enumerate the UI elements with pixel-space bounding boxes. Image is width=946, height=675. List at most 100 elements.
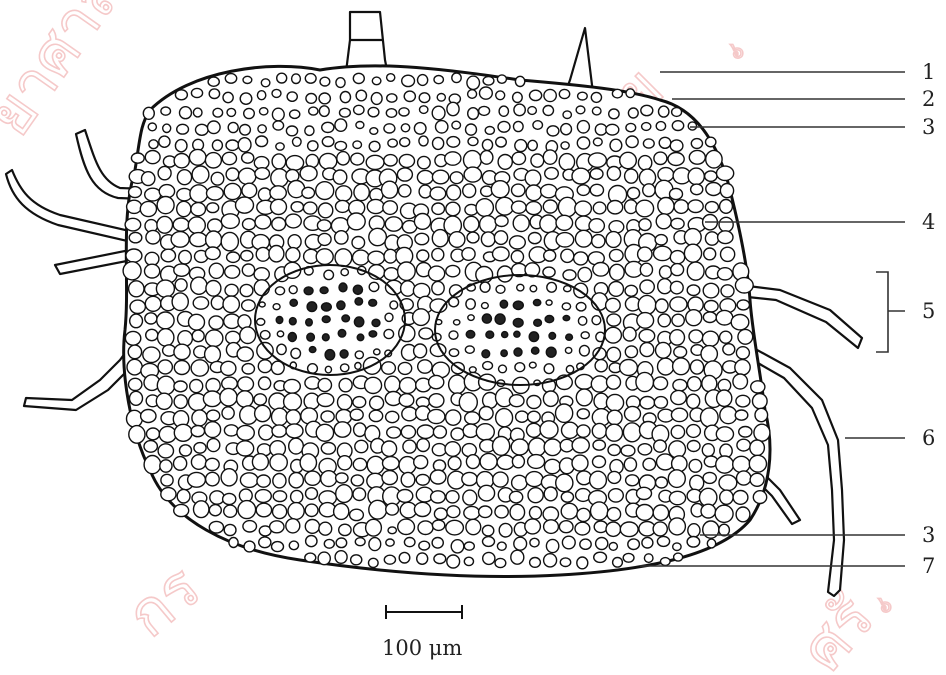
- cell: [156, 280, 174, 297]
- cell: [273, 491, 286, 502]
- cell: [144, 441, 157, 453]
- cell: [191, 203, 206, 216]
- cell: [321, 443, 335, 455]
- cell: [673, 379, 687, 391]
- cell: [499, 523, 512, 537]
- cell: [205, 422, 221, 438]
- cell: [605, 327, 621, 343]
- cell: [482, 303, 489, 309]
- cell: [640, 280, 654, 294]
- cell: [222, 152, 236, 164]
- label-3-bottom: 3: [922, 523, 935, 547]
- cell: [256, 247, 270, 261]
- cell: [701, 346, 717, 363]
- cell: [621, 445, 635, 456]
- cell: [270, 454, 287, 471]
- cell: [335, 119, 347, 131]
- cell: [126, 249, 142, 262]
- cell: [387, 427, 401, 438]
- cell: [350, 409, 363, 420]
- cell: [339, 378, 352, 391]
- cell: [610, 139, 622, 151]
- watermark-bottom-right: ศรั: [786, 582, 889, 675]
- cell: [591, 376, 608, 392]
- cell: [561, 124, 572, 135]
- cell: [145, 264, 160, 278]
- cell: [656, 299, 669, 313]
- cell: [243, 521, 257, 532]
- cell: [705, 232, 718, 245]
- cell: [286, 424, 303, 438]
- cell: [257, 343, 273, 360]
- cell: [275, 287, 284, 295]
- cell: [514, 331, 520, 337]
- cell: [559, 154, 574, 171]
- cell: [544, 364, 554, 374]
- cell: [384, 329, 394, 338]
- cell: [149, 140, 158, 149]
- cell: [482, 139, 492, 150]
- cell: [640, 263, 652, 276]
- cell: [336, 186, 352, 201]
- cell: [340, 92, 350, 103]
- cell: [561, 492, 573, 502]
- cell: [431, 491, 446, 503]
- cell: [464, 216, 479, 232]
- cell: [320, 287, 328, 294]
- cell: [205, 458, 219, 470]
- cell: [384, 124, 395, 133]
- cell: [289, 473, 303, 488]
- watermark-mark-bottom: ๖: [878, 593, 892, 618]
- cell: [668, 153, 684, 166]
- cell: [125, 218, 141, 231]
- cell: [704, 301, 718, 312]
- cell: [131, 153, 144, 163]
- cell: [291, 202, 303, 212]
- cell: [261, 79, 270, 87]
- cell: [243, 76, 252, 83]
- cell: [483, 77, 494, 86]
- cell: [224, 524, 236, 535]
- cell: [224, 183, 241, 199]
- cell: [468, 315, 474, 321]
- cell: [607, 347, 621, 361]
- cell: [287, 92, 297, 101]
- cell: [560, 558, 570, 567]
- cell: [686, 310, 702, 326]
- cell: [242, 300, 256, 311]
- cell: [653, 505, 668, 520]
- cell: [530, 538, 539, 547]
- cell: [581, 332, 589, 339]
- cell: [661, 558, 671, 566]
- cell: [269, 246, 284, 262]
- cell: [322, 334, 329, 341]
- cell: [432, 248, 444, 260]
- cell: [387, 94, 397, 102]
- cell: [437, 94, 445, 102]
- cell: [374, 349, 380, 355]
- cell: [416, 474, 429, 485]
- cell: [701, 408, 719, 427]
- part-labels: 1 2 3 4 5 6 3 7: [922, 60, 935, 578]
- cell: [556, 474, 573, 492]
- cell: [147, 428, 160, 440]
- cell: [545, 168, 559, 180]
- cell: [211, 172, 224, 185]
- cell: [286, 214, 302, 228]
- cell: [353, 458, 366, 470]
- cell: [556, 404, 573, 422]
- cell: [206, 330, 223, 347]
- cell: [720, 331, 732, 343]
- cell: [590, 169, 603, 180]
- cell: [540, 215, 557, 233]
- cell: [341, 269, 348, 276]
- cell: [495, 558, 506, 567]
- cell: [498, 266, 513, 282]
- cell: [193, 108, 202, 117]
- cell: [515, 76, 524, 86]
- cell: [203, 391, 221, 407]
- cell: [390, 301, 398, 309]
- cell: [658, 168, 674, 182]
- cell: [306, 94, 317, 104]
- cell: [701, 504, 716, 518]
